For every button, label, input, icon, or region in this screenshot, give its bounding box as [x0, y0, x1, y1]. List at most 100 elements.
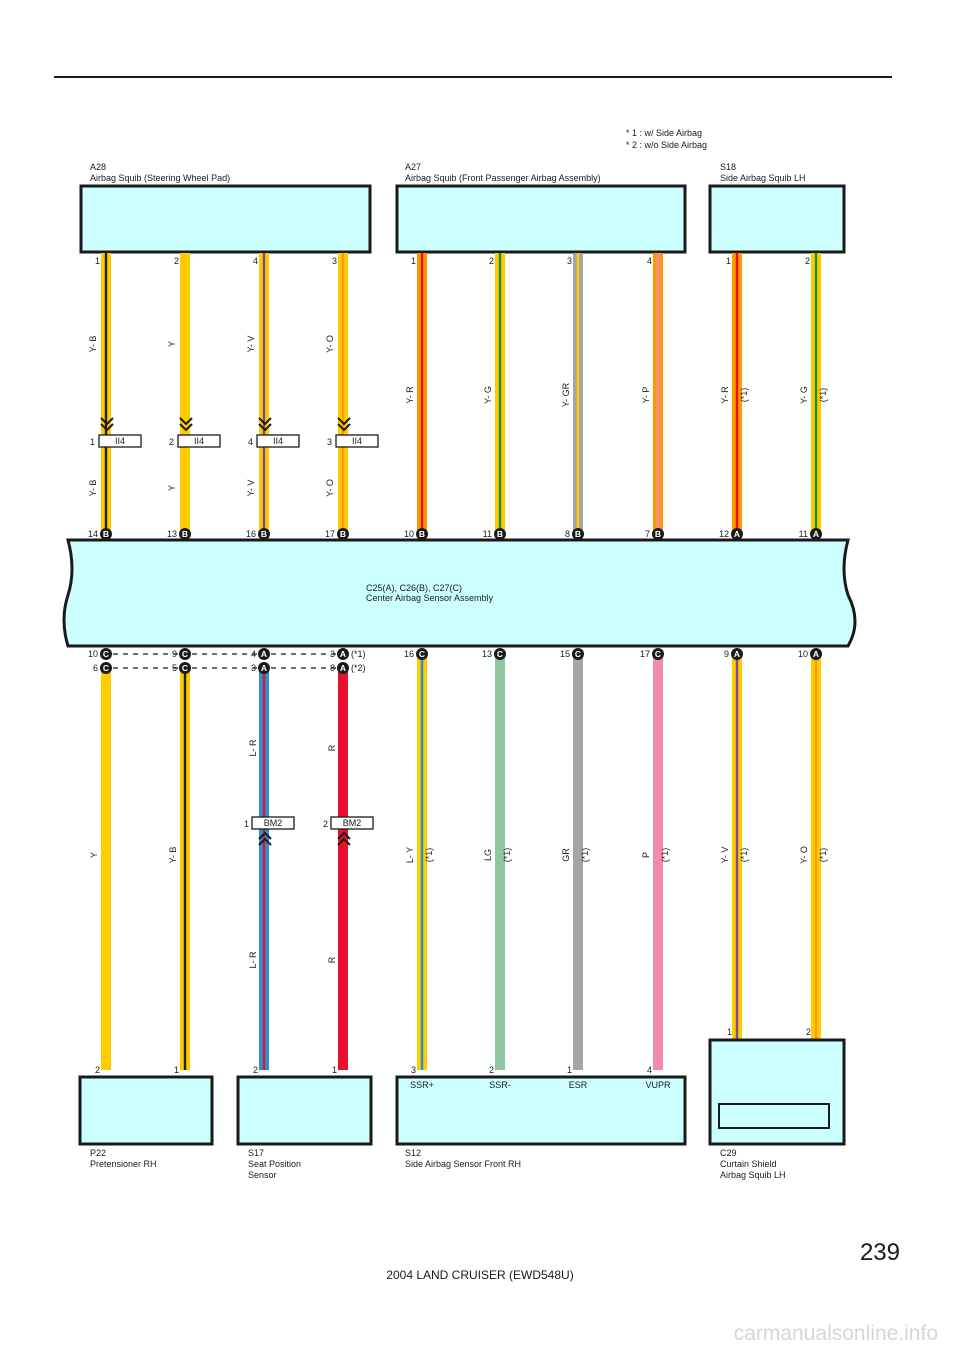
- wire-color-upper: Y- V: [246, 336, 256, 353]
- bottom-wire: ICL+A9Y- V(*1)1: [720, 630, 749, 1104]
- junction-box: [330, 816, 374, 830]
- wire-color: Y- R: [405, 386, 415, 404]
- wire-note: (*1): [818, 388, 828, 403]
- ecu-pin: 11: [799, 529, 808, 539]
- connector-circle: [572, 648, 584, 660]
- component-code: C29: [720, 1148, 737, 1158]
- bottom-wire: LSP+A4A3BM21L- RL- R2: [244, 630, 295, 1075]
- junction-label: II4: [352, 436, 362, 446]
- ecu-pin: 9: [724, 649, 729, 659]
- component-code: S12: [405, 1148, 421, 1158]
- wire-base: [338, 668, 348, 1070]
- junction-pin: 4: [248, 437, 253, 447]
- ecu-pin: 14: [88, 529, 98, 539]
- bottom-wire: VUPRC17P(*1)4: [640, 630, 671, 1075]
- component-code: P22: [90, 1148, 106, 1158]
- component-s17: S17 Seat Position Sensor: [236, 1075, 373, 1180]
- wire-color: Y- V: [720, 847, 730, 864]
- connector-circle: [494, 648, 506, 660]
- wire-color-lower: Y: [167, 485, 177, 491]
- connector-chevron: [258, 837, 272, 846]
- bottom-pin: 2: [95, 1065, 100, 1075]
- connector-circle: [100, 528, 112, 540]
- component-box: [78, 1075, 214, 1146]
- connector-chevron: [258, 831, 272, 840]
- component-name: Center Airbag Sensor Assembly: [366, 593, 494, 603]
- connector-chevron: [258, 423, 272, 432]
- connector-circle: [652, 528, 664, 540]
- connector-circle: [258, 528, 270, 540]
- ecu-pin: 8: [565, 529, 570, 539]
- ecu-pin: 16: [246, 529, 256, 539]
- ecu-pin: 15: [560, 649, 570, 659]
- connector-letter: B: [103, 529, 109, 539]
- connector-circle: [100, 662, 112, 674]
- connector-circle: [810, 528, 822, 540]
- wire-color-lower: Y- B: [88, 480, 98, 497]
- junction-pin: 1: [90, 437, 95, 447]
- wire-base: [101, 668, 111, 1070]
- wire-stripe: [735, 655, 739, 1104]
- top-wire: 1Y- R(*1)A12SFL+: [719, 253, 749, 555]
- ecu-pin: 10: [88, 649, 98, 659]
- watermark: carmanualsonline.info: [734, 1322, 938, 1345]
- connector-letter: A: [340, 663, 346, 673]
- component-name: Airbag Squib (Steering Wheel Pad): [90, 173, 230, 183]
- wire-color: Y- R: [720, 386, 730, 404]
- bottom-pin: 2: [806, 1027, 811, 1037]
- connector-letter: C: [655, 649, 661, 659]
- wire-stripe: [183, 668, 187, 1070]
- connector-circle: [179, 648, 191, 660]
- connector-circle: [494, 528, 506, 540]
- component-code: A27: [405, 162, 421, 172]
- wire-color: Y- G: [799, 386, 809, 404]
- bottom-pin: 1: [174, 1065, 179, 1075]
- terminal-label: SSR+: [410, 1080, 434, 1090]
- bottom-pin: 1: [727, 1027, 732, 1037]
- wire-stripe: [104, 253, 108, 534]
- bottom-wire: ESRC15GR(*1)1: [560, 630, 590, 1075]
- component-name-line: Seat Position: [248, 1159, 301, 1169]
- connector-letter: B: [261, 529, 267, 539]
- bottom-pin: 1: [332, 1065, 337, 1075]
- junction-label: BM2: [264, 818, 283, 828]
- connector-letter: C: [419, 649, 425, 659]
- bottom-wires: PR-C10C6Y2PR+C9C5Y- B1LSP+A4A3BM21L- RL-…: [88, 630, 828, 1104]
- connector-note: (*1): [351, 649, 366, 659]
- connector-chevron: [258, 417, 272, 426]
- wire-base: [495, 655, 505, 1070]
- wire-color-upper: Y- B: [88, 336, 98, 353]
- connector-letter: A: [813, 649, 819, 659]
- wire-stripe: [735, 253, 739, 534]
- component-code: A28: [90, 162, 106, 172]
- connector-circle: [810, 648, 822, 660]
- component-a27: A27 Airbag Squib (Front Passenger Airbag…: [395, 162, 687, 254]
- connector-circle: [731, 648, 743, 660]
- component-box: [79, 184, 372, 254]
- connector-letter: A: [734, 529, 740, 539]
- ecu-pin: 13: [167, 529, 177, 539]
- ecu-pin: 17: [640, 649, 650, 659]
- connector-note: (*2): [351, 663, 366, 673]
- component-name-line: Sensor: [248, 1170, 277, 1180]
- connector-letter: A: [261, 649, 267, 659]
- ecu-pin: 17: [325, 529, 335, 539]
- connector-letter: C: [497, 649, 503, 659]
- page-number: 239: [860, 1239, 900, 1266]
- bottom-pin: 1: [567, 1065, 572, 1075]
- bottom-pin: 2: [489, 1065, 494, 1075]
- junction-box: [177, 434, 221, 448]
- connector-chevron: [179, 423, 193, 432]
- component-s12: SSR+ SSR- ESR VUPR S12 Side Airbag Senso…: [395, 1075, 687, 1169]
- top-pin: 1: [411, 256, 416, 266]
- component-p22: P22 Pretensioner RH: [78, 1075, 214, 1169]
- junction-pin: 2: [169, 437, 174, 447]
- junction-pin: 3: [327, 437, 332, 447]
- connector-circle: [100, 648, 112, 660]
- junction-box: [98, 434, 142, 448]
- wire-color-upper: Y: [167, 341, 177, 347]
- ecu-pin: 13: [482, 649, 492, 659]
